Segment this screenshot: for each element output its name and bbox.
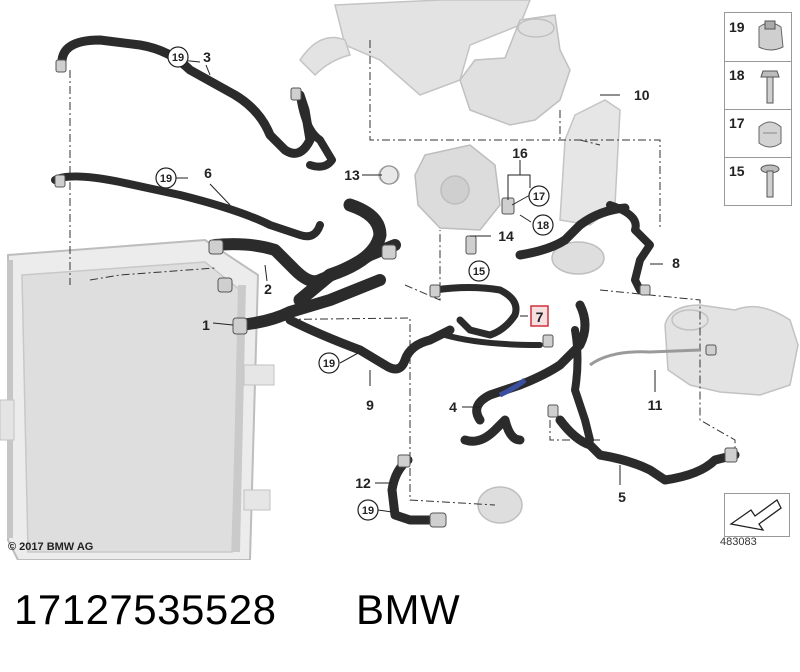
callout-19-center: 19 bbox=[318, 352, 340, 374]
legend-item-15: 15 bbox=[725, 157, 791, 205]
callout-15-label: 15 bbox=[473, 266, 485, 278]
leader-lines bbox=[175, 59, 663, 513]
electric-water-pump bbox=[414, 144, 501, 231]
parts-legend: 19 18 17 15 bbox=[724, 12, 792, 206]
arrow-icon bbox=[729, 499, 782, 531]
legend-item-17: 17 bbox=[725, 109, 791, 158]
hose-8 bbox=[606, 201, 654, 294]
callout-14: 14 bbox=[498, 228, 514, 244]
hose-clamp-icon bbox=[758, 20, 784, 51]
legend-number: 15 bbox=[729, 163, 745, 179]
hose-9 bbox=[285, 315, 455, 374]
callout-18-label: 18 bbox=[537, 220, 549, 232]
hose-connectors bbox=[54, 59, 738, 528]
callout-19-bottom-label: 19 bbox=[362, 505, 374, 517]
view-orientation-box bbox=[724, 493, 790, 537]
callout-19-center-label: 19 bbox=[323, 358, 335, 370]
hose-4-lower bbox=[460, 415, 525, 446]
hose-7-branch bbox=[442, 332, 543, 348]
callout-10: 10 bbox=[634, 87, 650, 103]
intake-manifold bbox=[299, 0, 531, 96]
cooling-system-diagram: 19 19 19 19 15 17 18 1 2 3 4 bbox=[0, 0, 799, 560]
callout-18: 18 bbox=[532, 214, 554, 236]
oil-filter-housing bbox=[459, 14, 571, 126]
legend-number: 19 bbox=[729, 19, 745, 35]
hose-11-pipe bbox=[589, 348, 701, 367]
hose-2-upper bbox=[293, 198, 387, 307]
hose-5 bbox=[555, 415, 740, 485]
circled-callouts: 19 19 19 19 15 17 18 bbox=[155, 46, 554, 521]
legend-number: 17 bbox=[729, 115, 745, 131]
hose-6 bbox=[51, 172, 324, 241]
callout-13: 13 bbox=[344, 167, 360, 183]
callout-16: 16 bbox=[512, 145, 528, 161]
expansion-tank bbox=[664, 304, 799, 396]
hose-12 bbox=[387, 455, 445, 525]
callout-15: 15 bbox=[468, 260, 490, 282]
callout-4: 4 bbox=[449, 399, 457, 415]
copyright: © 2017 BMW AG bbox=[8, 541, 94, 553]
part-number: 17127535528 bbox=[14, 586, 277, 633]
hoses bbox=[51, 35, 740, 525]
callout-5: 5 bbox=[618, 489, 626, 505]
callout-11: 11 bbox=[648, 397, 663, 413]
hose-upper-right bbox=[515, 203, 630, 260]
diagram-reference: 483083 bbox=[720, 536, 757, 548]
clip-icon bbox=[758, 121, 782, 148]
callout-1: 1 bbox=[202, 317, 210, 333]
hose-7 bbox=[431, 284, 520, 339]
callout-12: 12 bbox=[355, 475, 371, 491]
hose-3-branch bbox=[296, 91, 336, 171]
callout-7-highlighted: 7 bbox=[530, 305, 549, 327]
callout-3: 3 bbox=[203, 49, 211, 65]
callout-9: 9 bbox=[366, 397, 374, 413]
brand-name: BMW bbox=[356, 586, 461, 633]
callout-17: 17 bbox=[528, 185, 550, 207]
callout-2: 2 bbox=[264, 281, 272, 297]
callout-7: 7 bbox=[536, 309, 544, 325]
hose-5-vertical bbox=[571, 326, 594, 444]
numeric-callouts: 1 2 3 4 5 6 7 8 9 10 11 12 13 14 16 bbox=[202, 49, 680, 505]
hose-4 bbox=[472, 300, 590, 425]
hose-3 bbox=[57, 35, 315, 158]
legend-number: 18 bbox=[729, 67, 745, 83]
callout-19-bottom: 19 bbox=[357, 499, 379, 521]
callout-19-mid-label: 19 bbox=[160, 173, 172, 185]
callout-19-top-label: 19 bbox=[172, 52, 184, 64]
cap-13 bbox=[379, 165, 399, 185]
radiator bbox=[0, 238, 275, 560]
callout-8: 8 bbox=[672, 255, 680, 271]
callout-19-top: 19 bbox=[167, 46, 189, 68]
callout-17-label: 17 bbox=[533, 191, 545, 203]
hose-blue-accent bbox=[498, 378, 527, 398]
bolt-icon bbox=[760, 70, 780, 104]
screw-icon bbox=[760, 164, 780, 198]
legend-item-19: 19 bbox=[725, 13, 791, 62]
callout-6: 6 bbox=[204, 165, 212, 181]
callout-19-mid: 19 bbox=[155, 167, 177, 189]
legend-item-18: 18 bbox=[725, 61, 791, 110]
